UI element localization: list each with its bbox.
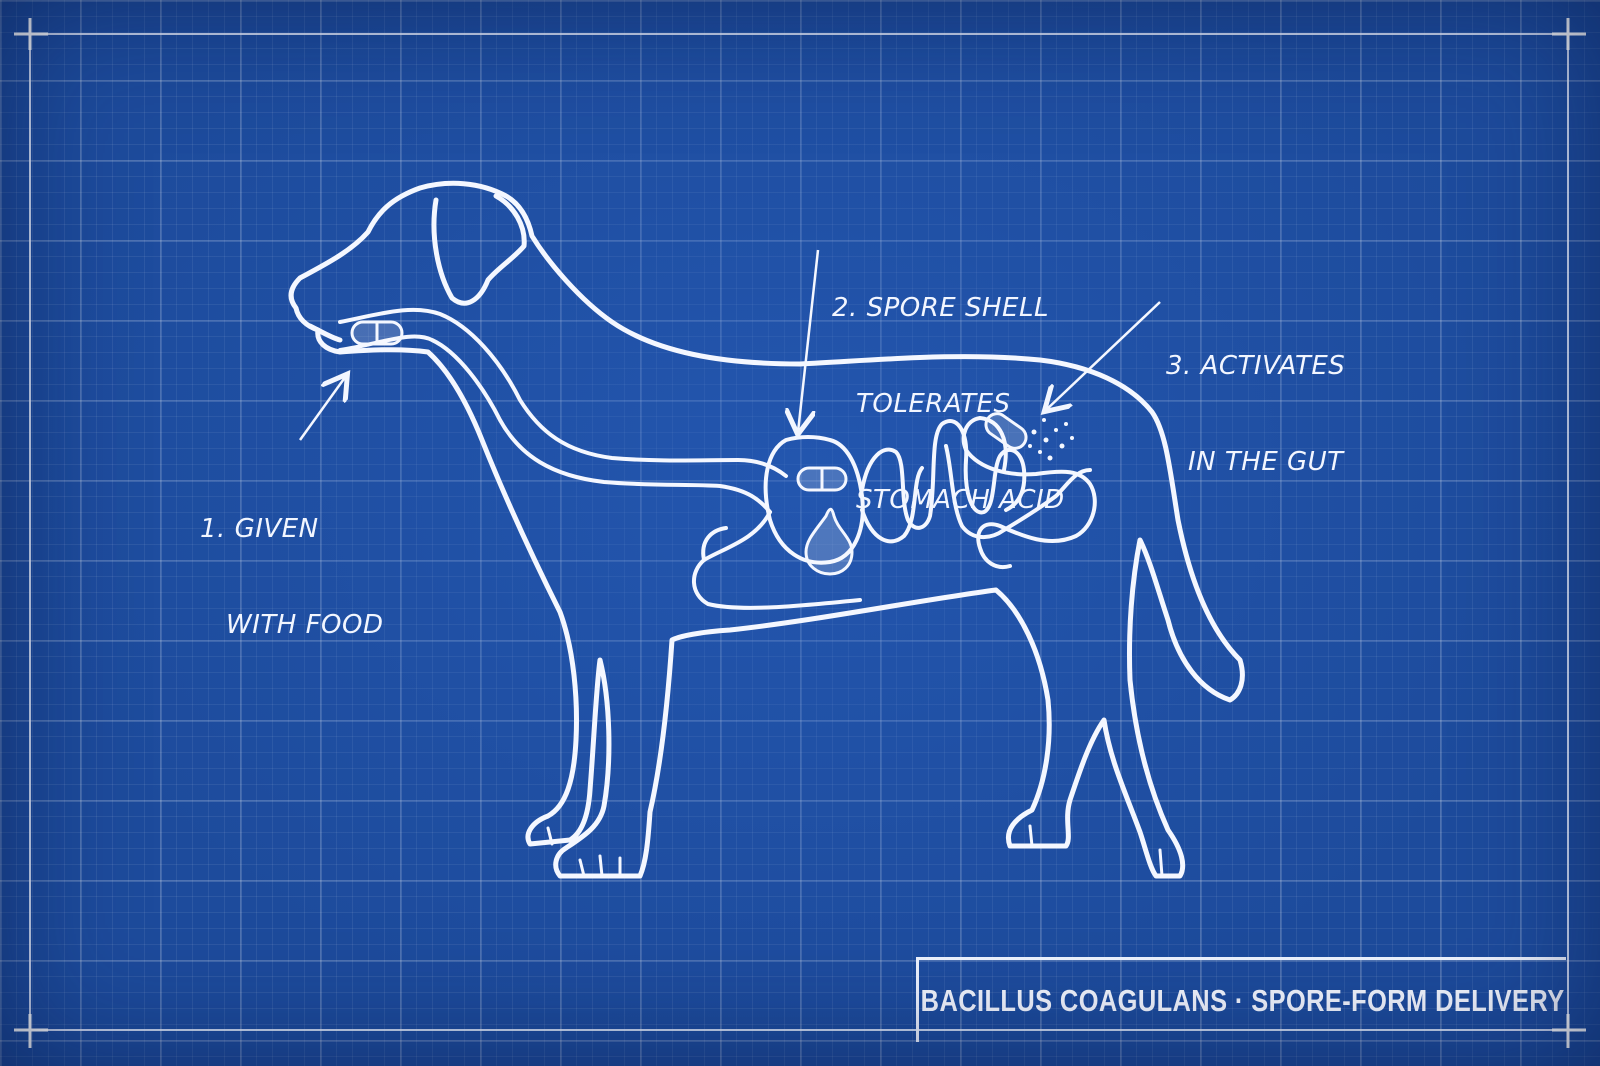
dog-body-outline <box>288 180 1245 879</box>
step3-label: 3. ACTIVATES IN THE GUT <box>1166 286 1345 542</box>
frame-lines <box>14 18 1586 1048</box>
step1-label: 1. GIVEN WITH FOOD <box>200 449 383 705</box>
dog-outline <box>288 180 1245 879</box>
step3-line1: 3. ACTIVATES <box>1166 351 1346 381</box>
intestines <box>860 419 1027 530</box>
step1-line2: WITH FOOD <box>226 610 384 640</box>
capsule-gut <box>984 412 1028 450</box>
dog-ear <box>431 193 527 306</box>
step1-line1: 1. GIVEN <box>200 514 319 544</box>
pointer-arrows <box>298 249 1161 441</box>
step2-line2: TOLERATES <box>856 389 1011 419</box>
arrow-step3 <box>1046 301 1161 410</box>
arrow-step1 <box>298 376 346 441</box>
acid-drop-icon <box>804 507 854 576</box>
corner-crosshair <box>14 18 1586 1048</box>
step2-line3: STOMACH ACID <box>856 485 1065 515</box>
capsule-icon <box>350 320 1028 492</box>
title-block: BACILLUS COAGULANS · SPORE-FORM DELIVERY <box>916 957 1566 1042</box>
spore-dots <box>1028 418 1074 461</box>
diagram-title: BACILLUS COAGULANS · SPORE-FORM DELIVERY <box>920 983 1565 1018</box>
paw-lines <box>546 824 1164 878</box>
step2-line1: 2. SPORE SHELL <box>832 293 1049 323</box>
colon <box>961 416 1097 569</box>
arrow-step2 <box>798 249 820 432</box>
step2-label: 2. SPORE SHELL TOLERATES STOMACH ACID <box>832 228 1065 580</box>
step3-line2: IN THE GUT <box>1188 447 1344 477</box>
dog-mouth <box>307 323 343 343</box>
esophagus <box>338 307 788 478</box>
